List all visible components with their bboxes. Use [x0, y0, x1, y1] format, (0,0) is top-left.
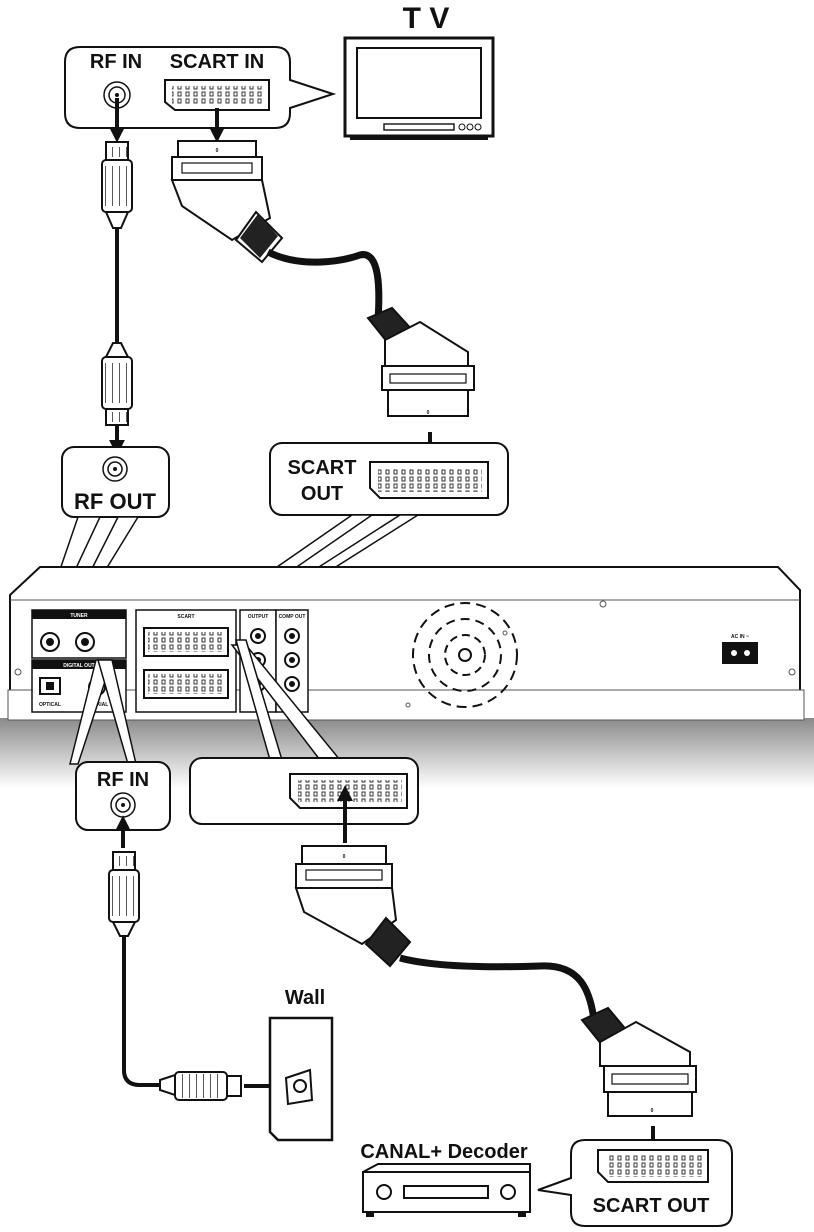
- scart-out-label-line1: SCART: [288, 457, 357, 479]
- scart-plug-decoder: 0: [580, 1006, 697, 1117]
- svg-text:TUNER: TUNER: [70, 613, 88, 619]
- rf-plug-wall: [159, 1071, 242, 1101]
- scart-cable-bottom: 0 0: [294, 785, 697, 1167]
- recorder-scart-socket: [289, 773, 408, 809]
- svg-text:DIGITAL OUT: DIGITAL OUT: [63, 663, 94, 669]
- decoder-scart-callout: [189, 639, 419, 825]
- scart-cable-top: 0 0: [170, 108, 475, 485]
- rf-cable-top: [101, 98, 133, 456]
- svg-text:0: 0: [343, 854, 346, 860]
- svg-text:OPTICAL: OPTICAL: [39, 702, 61, 708]
- svg-text:0: 0: [216, 148, 219, 154]
- scart-out-label-line2: OUT: [301, 483, 343, 505]
- scart-plug-mid: 0: [366, 306, 475, 417]
- decoder-label: CANAL+ Decoder: [360, 1141, 527, 1163]
- scart-out-socket: [369, 461, 489, 499]
- tv-scart-in-label: SCART IN: [170, 51, 264, 73]
- tv-input-callout: RF IN SCART IN: [64, 46, 337, 129]
- tv-screen: [356, 47, 482, 119]
- scart-plug-recorder: 0: [294, 845, 412, 968]
- rf-out-jack: [102, 456, 128, 482]
- scart-plug-top: 0: [170, 140, 284, 264]
- svg-text:0: 0: [427, 410, 430, 416]
- wall-outlet: Wall: [268, 987, 334, 1142]
- decoder-scart-socket: [597, 1149, 709, 1183]
- tv-rf-in-label: RF IN: [90, 51, 142, 73]
- svg-text:AC IN ~: AC IN ~: [731, 634, 749, 640]
- rf-plug-bottom: [101, 342, 133, 426]
- decoder-scart-out-callout: SCART OUT: [537, 1139, 733, 1227]
- rf-out-label: RF OUT: [74, 489, 156, 514]
- fan-grille: [412, 602, 518, 708]
- canal-decoder: CANAL+ Decoder: [360, 1141, 531, 1217]
- svg-text:SCART: SCART: [177, 614, 194, 620]
- svg-text:OUTPUT: OUTPUT: [248, 614, 269, 620]
- tv-label: T V: [403, 2, 450, 35]
- recorder-rf-in-jack: [110, 792, 136, 818]
- svg-text:COMP OUT: COMP OUT: [279, 614, 306, 620]
- svg-text:0: 0: [651, 1108, 654, 1114]
- recorder-rear-panel: TUNER DIGITAL OUT OPTICAL COAXIAL SCART …: [0, 566, 814, 788]
- rf-plug-top: [101, 141, 133, 229]
- tv-scart-in-socket: [164, 79, 270, 111]
- recorder-rf-in-label: RF IN: [97, 769, 149, 791]
- rf-cable-wall: [108, 815, 285, 1101]
- tv: T V: [343, 2, 495, 140]
- decoder-scart-out-label: SCART OUT: [593, 1195, 710, 1217]
- wall-label: Wall: [285, 987, 325, 1009]
